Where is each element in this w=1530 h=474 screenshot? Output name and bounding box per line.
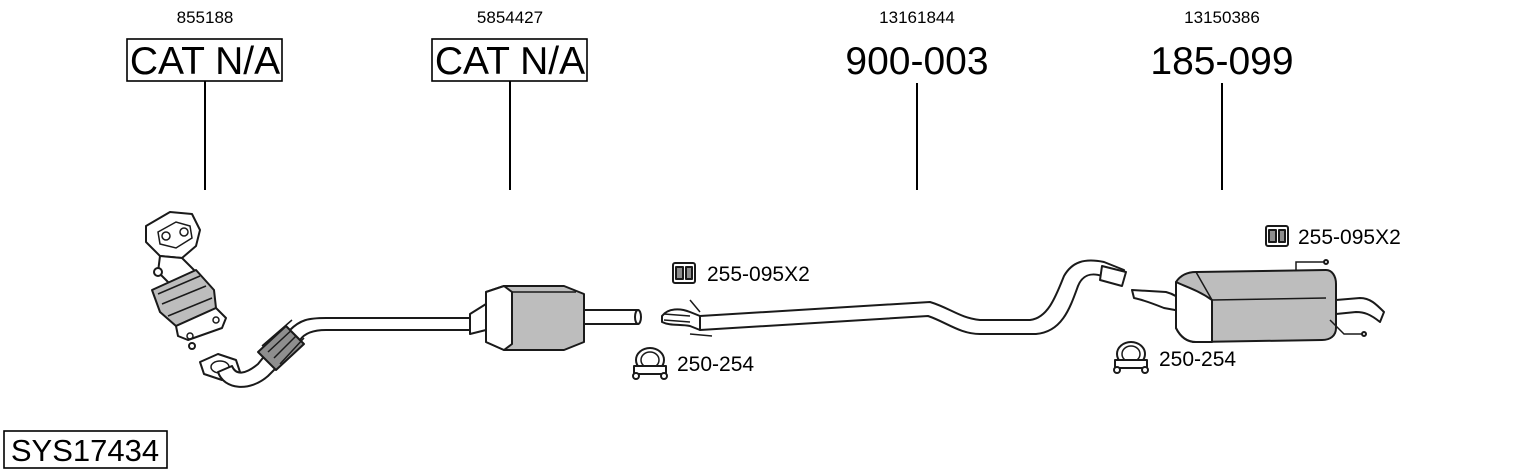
part-label-3: 900-003 (845, 40, 988, 83)
part-callout-2: 5854427 CAT N/A (431, 8, 588, 190)
oe-number-4: 13150386 (1184, 8, 1260, 27)
system-code-label: SYS17434 (3, 430, 168, 469)
part-callout-1: 855188 CAT N/A (126, 8, 283, 190)
accessory-code-3: 255-095X2 (1298, 226, 1401, 249)
part-label-1: CAT N/A (130, 40, 280, 83)
rubber-mount-icon (1265, 225, 1289, 247)
front-pipe-drawing (199, 317, 481, 388)
oe-number-2: 5854427 (477, 8, 543, 27)
manifold-catalyst-drawing (145, 211, 227, 350)
part-label-2: CAT N/A (435, 40, 585, 83)
rear-silencer-drawing (1131, 259, 1385, 343)
system-code: SYS17434 (11, 433, 159, 468)
pipe-clamp-icon (1113, 341, 1149, 374)
accessory-4: 250-254 (1113, 341, 1236, 374)
accessory-2: 250-254 (632, 347, 754, 380)
part-callout-4: 13150386 185-099 (1150, 8, 1294, 190)
accessory-3: 255-095X2 (1265, 225, 1401, 249)
middle-pipe-drawing (661, 259, 1127, 337)
part-callout-3: 13161844 900-003 (845, 8, 989, 190)
oe-number-3: 13161844 (879, 8, 955, 27)
accessory-code-2: 250-254 (677, 353, 754, 376)
rubber-mount-icon (672, 262, 696, 284)
accessory-code-4: 250-254 (1159, 348, 1236, 371)
system-code-box (3, 430, 168, 469)
catalyst-drawing (469, 285, 642, 351)
oe-number-1: 855188 (177, 8, 234, 27)
part-label-4: 185-099 (1150, 40, 1293, 83)
accessory-code-1: 255-095X2 (707, 263, 810, 286)
accessory-1: 255-095X2 (672, 262, 810, 286)
pipe-clamp-icon (632, 347, 668, 380)
